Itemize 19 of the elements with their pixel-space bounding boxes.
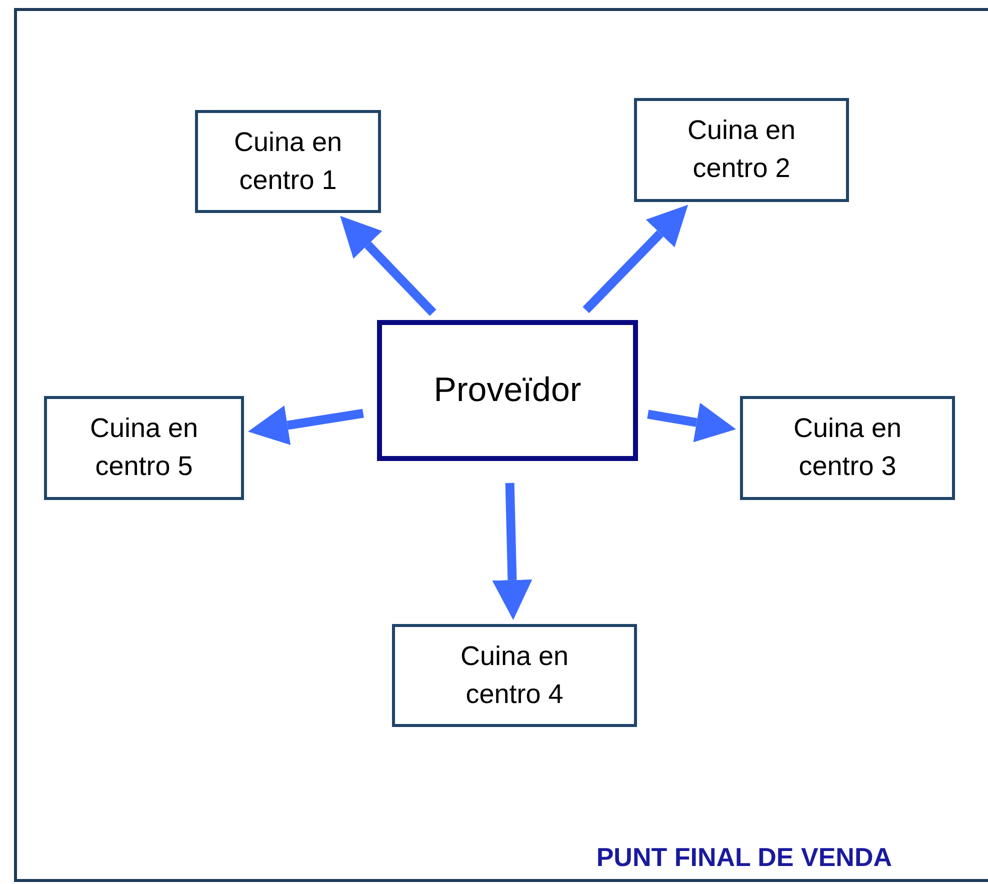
arrow [248,406,364,446]
process-box [44,396,244,500]
box-label: Cuina en centro 2 [686,114,797,185]
arrow [340,216,436,316]
box-label: Cuina en centro 3 [792,412,903,483]
box-label: Cuina en centro 4 [459,640,570,710]
box-label: Cuina en centro 5 [88,412,200,483]
arrow [647,402,736,442]
box-label: Cuina en centro 1 [232,126,344,196]
arrow [582,204,688,314]
supplier-box [377,320,638,461]
frame-title: PUNT FINAL DE VENDA [596,842,892,873]
frame-border [14,8,988,882]
process-box [740,396,955,500]
arrow [492,482,532,620]
process-box [392,624,637,727]
process-box [195,110,381,213]
box-label: Proveïdor [432,370,582,411]
process-box [634,98,849,202]
